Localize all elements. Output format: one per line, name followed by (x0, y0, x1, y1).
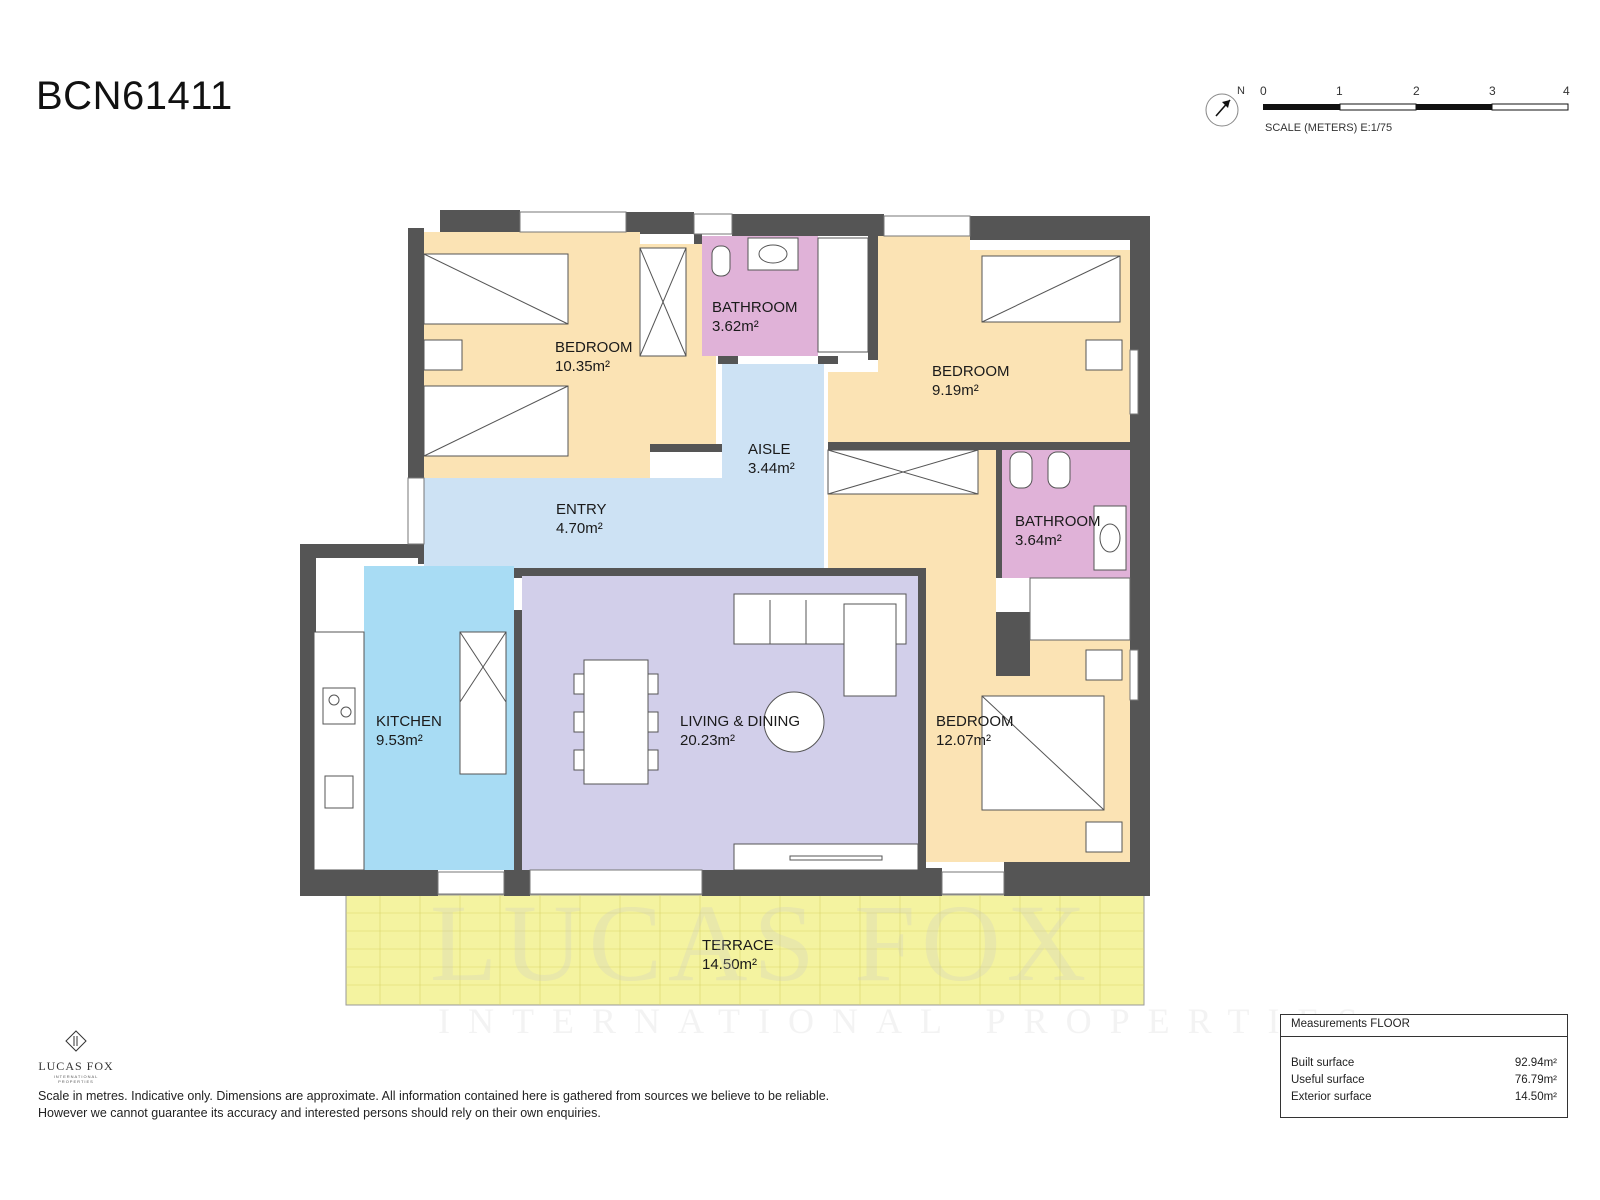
shower-tray (1029, 577, 1131, 641)
scale-tick: 4 (1563, 84, 1570, 98)
room-label-bedroom-2: BEDROOM 9.19m² (932, 362, 1010, 400)
room-name: BEDROOM (555, 339, 633, 356)
measurement-value: 92.94m² (1514, 1057, 1557, 1069)
coffee-table-icon (763, 691, 825, 753)
room-name: KITCHEN (376, 713, 442, 730)
room-area: 3.44m² (748, 460, 795, 477)
scale-tick: 2 (1413, 84, 1420, 98)
room-name: TERRACE (702, 937, 774, 954)
logo-name: LUCAS FOX (38, 1059, 114, 1073)
room-label-terrace: TERRACE 14.50m² (702, 936, 774, 974)
room-name: BEDROOM (936, 713, 1014, 730)
room-label-aisle: AISLE 3.44m² (748, 440, 795, 478)
room-entry (424, 478, 722, 568)
watermark-sub: INTERNATIONAL PROPERTIES (438, 1001, 1376, 1041)
disclaimer-line: Scale in metres. Indicative only. Dimens… (38, 1089, 830, 1103)
logo-diamond-icon (65, 1030, 87, 1052)
room-area: 10.35m² (555, 358, 611, 375)
room-aisle (722, 364, 824, 568)
terrace-tiles (346, 895, 1144, 1005)
room-name: BATHROOM (1015, 513, 1101, 530)
measurement-label: Built surface (1291, 1057, 1355, 1069)
scale-tick: 3 (1489, 84, 1496, 98)
room-area: 12.07m² (936, 732, 992, 749)
windows (407, 211, 1139, 895)
measurement-row: Exterior surface 14.50m² (1281, 1089, 1567, 1106)
disclaimer-line: However we cannot guarantee its accuracy… (38, 1106, 601, 1120)
room-area: 20.23m² (680, 732, 736, 749)
toilet-icon (711, 245, 731, 277)
washbasin-icon (747, 237, 799, 271)
scale-tick: 1 (1336, 84, 1343, 98)
room-area: 3.62m² (712, 318, 759, 335)
room-area: 3.64m² (1015, 532, 1062, 549)
measurement-value: 76.79m² (1514, 1074, 1557, 1086)
room-terrace (345, 894, 1145, 1006)
fridge-unit (459, 631, 507, 775)
room-label-living-dining: LIVING & DINING 20.23m² (680, 712, 800, 750)
room-area: 9.53m² (376, 732, 423, 749)
scale-label: SCALE (METERS) E:1/75 (1265, 122, 1393, 134)
toilet-icon (1009, 451, 1033, 489)
reference-code: BCN61411 (36, 74, 233, 118)
room-label-bathroom-2: BATHROOM 3.64m² (1015, 512, 1101, 550)
kitchen-counter (313, 631, 365, 871)
hob-icon (322, 687, 356, 725)
room-area: 14.50m² (702, 956, 758, 973)
room-label-kitchen: KITCHEN 9.53m² (376, 712, 442, 750)
room-label-entry: ENTRY 4.70m² (556, 500, 607, 538)
scale-tick: 0 (1260, 84, 1267, 98)
sink-icon (324, 775, 354, 809)
logo-subtitle: INTERNATIONAL PROPERTIES (53, 1074, 99, 1084)
measurements-table: Measurements FLOOR Built surface 92.94m²… (1280, 1014, 1568, 1118)
measurement-label: Useful surface (1291, 1074, 1365, 1086)
room-name: ENTRY (556, 501, 607, 518)
dining-table-icon (583, 659, 649, 785)
disclaimer: Scale in metres. Indicative only. Dimens… (38, 1088, 938, 1122)
bidet-icon (1047, 451, 1071, 489)
company-logo: LUCAS FOX INTERNATIONAL PROPERTIES (36, 1030, 116, 1084)
room-area: 9.19m² (932, 382, 979, 399)
measurement-row: Built surface 92.94m² (1281, 1055, 1567, 1072)
nightstand (1085, 821, 1123, 853)
sofa-chaise (843, 603, 897, 697)
north-arrow-icon (1205, 93, 1239, 127)
nightstand (423, 339, 463, 371)
room-name: BEDROOM (932, 363, 1010, 380)
measurement-label: Exterior surface (1291, 1091, 1372, 1103)
nightstand (1085, 339, 1123, 371)
bathtub-icon (817, 237, 869, 353)
room-label-bathroom-1: BATHROOM 3.62m² (712, 298, 798, 336)
room-name: BATHROOM (712, 299, 798, 316)
watermark-main: LUCAS FOX (430, 882, 1093, 1004)
room-living-dining (522, 576, 918, 870)
room-name: AISLE (748, 441, 791, 458)
room-area: 4.70m² (556, 520, 603, 537)
north-label: N (1237, 85, 1245, 97)
washbasin-icon (1093, 505, 1127, 571)
nightstand (1085, 649, 1123, 681)
measurement-row: Useful surface 76.79m² (1281, 1072, 1567, 1089)
room-name: LIVING & DINING (680, 713, 801, 730)
measurements-title: Measurements FLOOR (1281, 1015, 1567, 1037)
room-label-bedroom-1: BEDROOM 10.35m² (555, 338, 633, 376)
room-label-bedroom-3: BEDROOM 12.07m² (936, 712, 1014, 750)
measurement-value: 14.50m² (1514, 1091, 1557, 1103)
scale-bar (1263, 103, 1569, 111)
